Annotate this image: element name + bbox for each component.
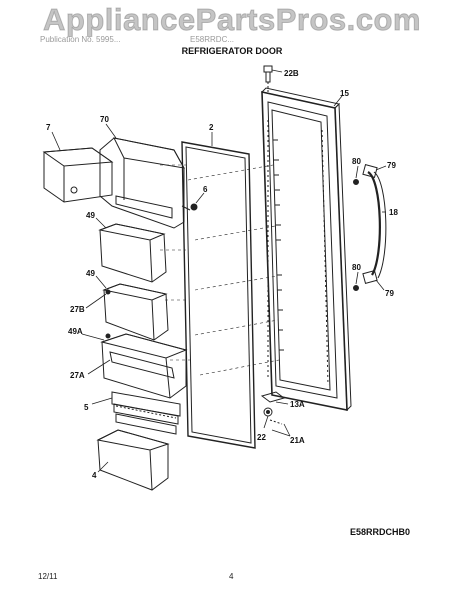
- callout-18: 18: [389, 208, 398, 217]
- callout-22b: 22B: [284, 69, 299, 78]
- header-model-faint: E58RRDC...: [190, 35, 235, 44]
- callout-70: 70: [100, 115, 109, 124]
- callout-49-upper: 49: [86, 211, 95, 220]
- callout-49a: 49A: [68, 327, 83, 336]
- dairy-compartment: [99, 137, 191, 229]
- callout-27b: 27B: [70, 305, 85, 314]
- callout-49-middle: 49: [86, 269, 95, 278]
- footer-date: 12/11: [38, 572, 58, 581]
- door-bin-upper: [98, 223, 167, 283]
- callout-4: 4: [92, 471, 97, 480]
- callout-7: 7: [46, 123, 51, 132]
- footer-page-number: 4: [229, 572, 234, 581]
- callout-80-top: 80: [352, 157, 361, 166]
- door-bin-bottom: [96, 429, 170, 491]
- callout-6: 6: [203, 185, 208, 194]
- door-bin-large: [100, 333, 188, 399]
- callout-15: 15: [340, 89, 349, 98]
- handle-screws: [353, 179, 359, 291]
- door-bin-middle: [102, 283, 169, 341]
- callout-79-bottom: 79: [385, 289, 394, 298]
- callout-2: 2: [209, 123, 214, 132]
- alignment-lines: [160, 164, 280, 376]
- callout-22: 22: [257, 433, 266, 442]
- hinge-pin-top: [263, 65, 273, 92]
- callout-21a: 21A: [290, 436, 305, 445]
- watermark: AppliancePartsPros.com: [43, 2, 421, 38]
- door-shelf: [111, 391, 181, 435]
- dairy-door: [42, 147, 114, 203]
- callout-labels: 7 70 2 6 49 49 27B 49A 27A 5 4 22B 15 80…: [46, 69, 398, 480]
- diagram-title: REFRIGERATOR DOOR: [181, 46, 283, 56]
- door-outer-panel: [261, 87, 352, 412]
- header-publication: Publication No. 5995...: [40, 35, 121, 44]
- callout-27a: 27A: [70, 371, 85, 380]
- leader-lines: [51, 69, 387, 473]
- callout-5: 5: [84, 403, 89, 412]
- screw-6: [190, 203, 198, 211]
- model-code: E58RRDCHB0: [350, 527, 411, 537]
- door-handle: [362, 164, 387, 284]
- callout-80-bottom: 80: [352, 263, 361, 272]
- callout-79-top: 79: [387, 161, 396, 170]
- callout-13a: 13A: [290, 400, 305, 409]
- door-gasket: [181, 141, 256, 449]
